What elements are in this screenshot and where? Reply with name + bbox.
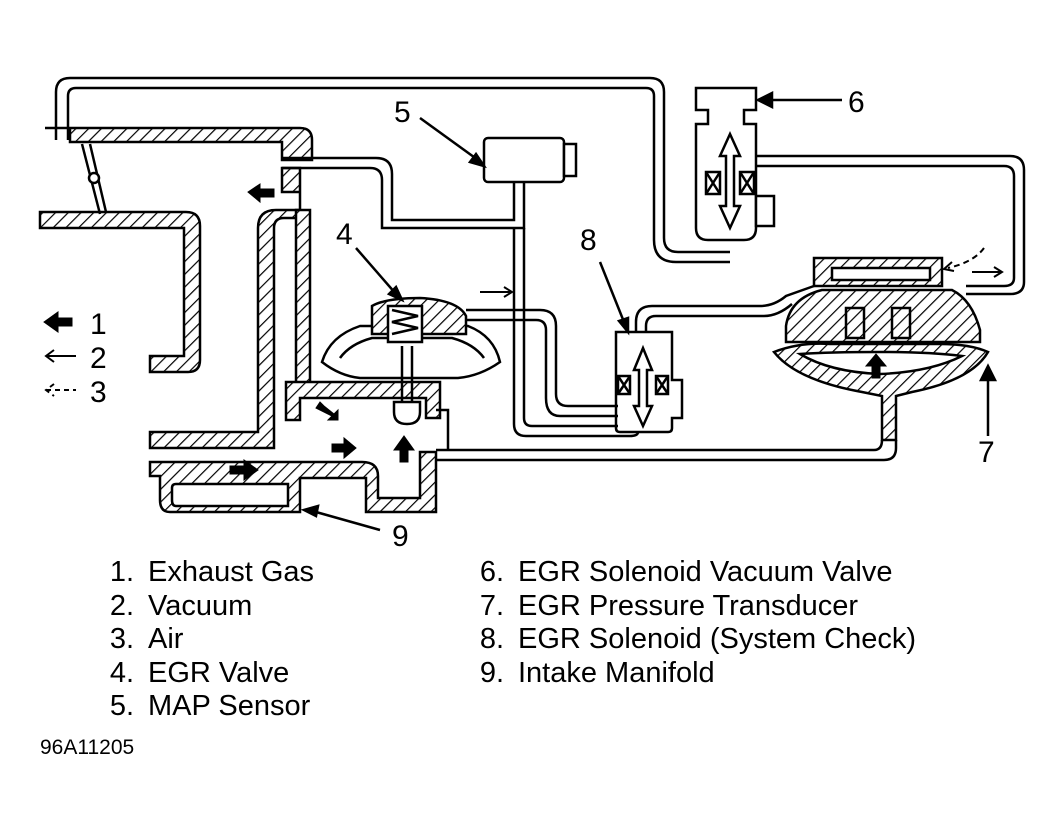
callout-5: 5 [394, 96, 411, 129]
legend-item-map-sensor: 5. MAP Sensor [92, 690, 314, 724]
callout-9: 9 [392, 520, 409, 553]
exhaust-gas-arrow-icon [393, 435, 415, 463]
legend-number: 1. [109, 556, 134, 588]
callout-7: 7 [978, 436, 995, 469]
legend-label: Vacuum [148, 589, 253, 622]
legend-item-egr-valve: 4. EGR Valve [92, 657, 314, 691]
legend-label: EGR Solenoid (System Check) [518, 623, 917, 655]
legend-number: 9. [479, 656, 504, 689]
exhaust-gas-arrow-icon [864, 353, 888, 379]
exhaust-gas-arrow-icon [247, 183, 275, 204]
intake-manifold [148, 450, 438, 514]
egr-solenoid-system-check [614, 330, 684, 434]
flow-arrows [229, 183, 1004, 481]
egr-valve [320, 296, 502, 426]
map-sensor [482, 136, 578, 184]
callout-6: 6 [848, 86, 865, 119]
air-arrow-icon [947, 247, 985, 269]
legend-item-exhaust-gas: 1. Exhaust Gas [92, 556, 314, 590]
legend-label: MAP Sensor [148, 690, 311, 722]
legend-label: Intake Manifold [518, 656, 715, 689]
legend-label: EGR Pressure Transducer [518, 589, 859, 622]
legend-item-egr-solenoid-vacuum-valve: 6. EGR Solenoid Vacuum Valve [462, 556, 916, 590]
callout-labels: 1 2 3 4 5 6 7 8 9 [90, 86, 995, 553]
leader-lines [300, 90, 998, 532]
air-symbol-icon [44, 383, 76, 397]
legend-label: Air [148, 623, 184, 655]
vacuum-symbol-icon [44, 349, 76, 363]
legend-number: 3. [109, 623, 134, 655]
legend-item-air: 3. Air [92, 623, 314, 657]
legend-number: 2. [109, 589, 134, 622]
callout-4: 4 [336, 218, 353, 251]
legend-label: EGR Valve [148, 656, 290, 689]
legend-right-column: 6. EGR Solenoid Vacuum Valve 7. EGR Pressu… [462, 556, 916, 690]
egr-solenoid-vacuum-valve [694, 86, 776, 242]
legend-number: 8. [479, 623, 504, 655]
legend-label: Exhaust Gas [148, 556, 315, 588]
air-arrow-icon [941, 261, 955, 272]
exhaust-gas-arrow-icon [315, 401, 339, 421]
callout-1: 1 [90, 308, 107, 341]
callout-2: 2 [90, 342, 107, 375]
air-arrow-icon [972, 266, 1004, 278]
legend-item-egr-pressure-transducer: 7. EGR Pressure Transducer [462, 590, 916, 624]
exhaust-gas-arrow-icon [331, 436, 357, 460]
legend-number: 4. [109, 656, 134, 689]
legend-symbols [43, 311, 76, 397]
egr-pressure-transducer [771, 256, 990, 442]
throttle-plate [80, 143, 108, 215]
exhaust-gas-arrow-icon [229, 459, 259, 481]
legend-item-intake-manifold: 9. Intake Manifold [462, 657, 916, 691]
legend-number: 5. [109, 690, 134, 722]
legend-number: 6. [479, 556, 504, 588]
callout-8: 8 [580, 224, 597, 257]
callout-3: 3 [90, 376, 107, 409]
legend-item-vacuum: 2. Vacuum [92, 590, 314, 624]
legend-left-column: 1. Exhaust Gas 2. Vacuum 3. Air 4. EGR Valve… [92, 556, 314, 724]
air-arrow-icon [480, 286, 514, 298]
figure-id: 96A11205 [40, 736, 135, 759]
legend-item-egr-solenoid-system-check: 8. EGR Solenoid (System Check) [462, 623, 916, 657]
vacuum-hoses [54, 76, 1026, 462]
legend-label: EGR Solenoid Vacuum Valve [518, 556, 893, 588]
exhaust-gas-symbol-icon [43, 311, 73, 333]
legend-number: 7. [479, 589, 504, 622]
